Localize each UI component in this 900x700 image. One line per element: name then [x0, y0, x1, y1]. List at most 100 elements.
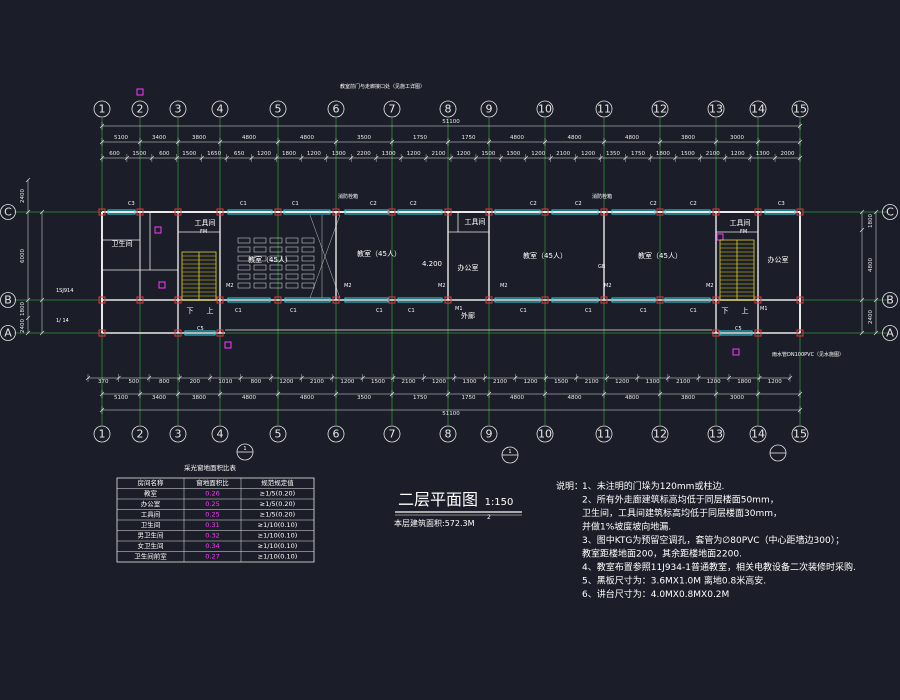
dim-top-r1: 5100 — [114, 135, 128, 141]
column — [712, 208, 720, 216]
desk — [253, 237, 267, 244]
axis-label-B: B — [4, 294, 12, 307]
dim-bot-r1: 3400 — [152, 395, 166, 401]
column — [444, 296, 452, 304]
axis-label-14: 14 — [751, 428, 765, 441]
dim-bot-r2: 1010 — [218, 379, 232, 385]
table-cell: ≥1/5(0.20) — [260, 490, 295, 498]
desk — [253, 264, 267, 271]
dim-bot-r2: 500 — [129, 379, 140, 385]
window — [284, 297, 331, 303]
note-line: 2、所有外走廊建筑标高均低于同层楼面50mm， — [582, 494, 779, 506]
dim-total-top: 51100 — [442, 119, 460, 125]
section-marker-c — [769, 444, 787, 462]
column — [216, 329, 224, 337]
tag-pipe-right: 雨水管DN100PVC（见水施图） — [772, 351, 844, 358]
axis-bubble-12 — [651, 100, 669, 118]
axis-bubble-2 — [131, 100, 149, 118]
dim-tick — [873, 330, 879, 336]
dim-bot-r1: 4800 — [625, 395, 639, 401]
desk — [237, 255, 251, 262]
column — [174, 329, 182, 337]
section-b-num: 1 — [508, 449, 511, 455]
dim-bot-r2: 1200 — [707, 379, 721, 385]
dim-top-r2: 1350 — [606, 151, 620, 157]
desk — [253, 273, 267, 280]
tag-fm-a: FM — [200, 229, 207, 235]
column — [796, 296, 804, 304]
axis-bubble-2 — [131, 425, 149, 443]
tag-c3-a: C3 — [128, 201, 135, 207]
table-header: 房间名称 — [138, 478, 165, 487]
tag-m2-e: M2 — [604, 283, 612, 289]
dim-bot-r2: 2100 — [676, 379, 690, 385]
dim-side-right: 2400 — [868, 310, 874, 324]
axis-bubble-5 — [269, 100, 287, 118]
tag-pipe-top: 教室前门与走廊接口处（见施工详图） — [340, 83, 425, 90]
column — [541, 208, 549, 216]
axis-bubbles: 1122334455667788991010111112121313141415… — [0, 100, 898, 443]
table-cell: 0.32 — [205, 532, 219, 540]
column — [98, 208, 106, 216]
desk — [301, 237, 315, 244]
window — [227, 209, 273, 215]
dim-bot-r2: 1800 — [737, 379, 751, 385]
magenta-marker — [732, 348, 740, 356]
dim-bot-r1: 4800 — [568, 395, 582, 401]
dim-bot-r2: 2100 — [310, 379, 324, 385]
dim-top-r2: 1650 — [207, 151, 221, 157]
table-cell: 0.26 — [205, 490, 219, 498]
tag-c1-b: C1 — [292, 201, 299, 207]
dim-top-r2: 1800 — [282, 151, 296, 157]
dim-top-r2: 1200 — [407, 151, 421, 157]
dim-bot-r1: 3000 — [730, 395, 744, 401]
table-cell: ≥1/10(0.10) — [258, 521, 298, 529]
column — [174, 208, 182, 216]
tag-m2-b: M2 — [344, 283, 352, 289]
column — [216, 208, 224, 216]
axis-label-5: 5 — [275, 103, 282, 116]
axis-label-13: 13 — [709, 103, 723, 116]
tag-c1-g: C1 — [520, 308, 527, 314]
desk — [237, 237, 251, 244]
axis-bubble-7 — [383, 100, 401, 118]
tag-c1-c: C1 — [235, 308, 242, 314]
axis-bubble-15 — [791, 425, 809, 443]
dim-top-r2: 1200 — [731, 151, 745, 157]
axis-label-9: 9 — [486, 428, 493, 441]
desk — [269, 264, 283, 271]
dim-bot-r2: 1200 — [524, 379, 538, 385]
tag-c3-b: C3 — [778, 201, 785, 207]
elevation-mark: 4.200 — [422, 260, 442, 268]
axis-bubble-1 — [93, 100, 111, 118]
dim-top-r1: 4800 — [300, 135, 314, 141]
dim-tick — [25, 315, 31, 321]
axis-label-6: 6 — [333, 103, 340, 116]
column — [388, 208, 396, 216]
dim-top-r2: 1500 — [132, 151, 146, 157]
column — [485, 208, 493, 216]
dim-tick — [25, 177, 31, 183]
desk — [253, 255, 267, 262]
column — [600, 296, 608, 304]
axis-label-B: B — [886, 294, 894, 307]
dim-top-r2: 1300 — [756, 151, 770, 157]
dim-tick — [25, 209, 31, 215]
axis-bubble-B — [882, 292, 898, 308]
tag-c2-e: C2 — [650, 201, 657, 207]
note-line: 1、未注明的门垛为120mm或柱边. — [582, 480, 724, 492]
tag-c1-a: C1 — [240, 201, 247, 207]
desk — [301, 246, 315, 253]
axis-bubble-10 — [536, 100, 554, 118]
dim-top-r2: 1300 — [382, 151, 396, 157]
axis-bubble-11 — [595, 100, 613, 118]
tag-c2-b: C2 — [410, 201, 417, 207]
desk — [301, 282, 315, 289]
window — [227, 297, 271, 303]
axis-label-5: 5 — [275, 428, 282, 441]
axis-label-7: 7 — [389, 428, 396, 441]
column — [332, 208, 340, 216]
axis-bubble-11 — [595, 425, 613, 443]
axis-label-1: 1 — [99, 428, 106, 441]
